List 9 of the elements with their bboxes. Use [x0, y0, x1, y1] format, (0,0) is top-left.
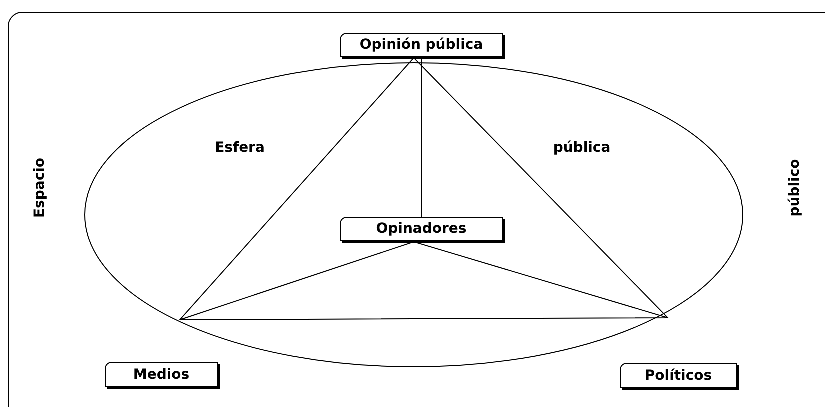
region-label: público [787, 159, 803, 217]
text-label-box: Medios [105, 362, 218, 387]
region-label: pública [553, 140, 611, 156]
region-label: Espacio [32, 158, 48, 218]
text-label-box: Opinadores [340, 217, 503, 241]
region-label: Esfera [215, 140, 265, 156]
text-label-box: Políticos [620, 363, 737, 388]
text-label-box: Opinión pública [340, 33, 503, 57]
connector-line [421, 56, 422, 218]
